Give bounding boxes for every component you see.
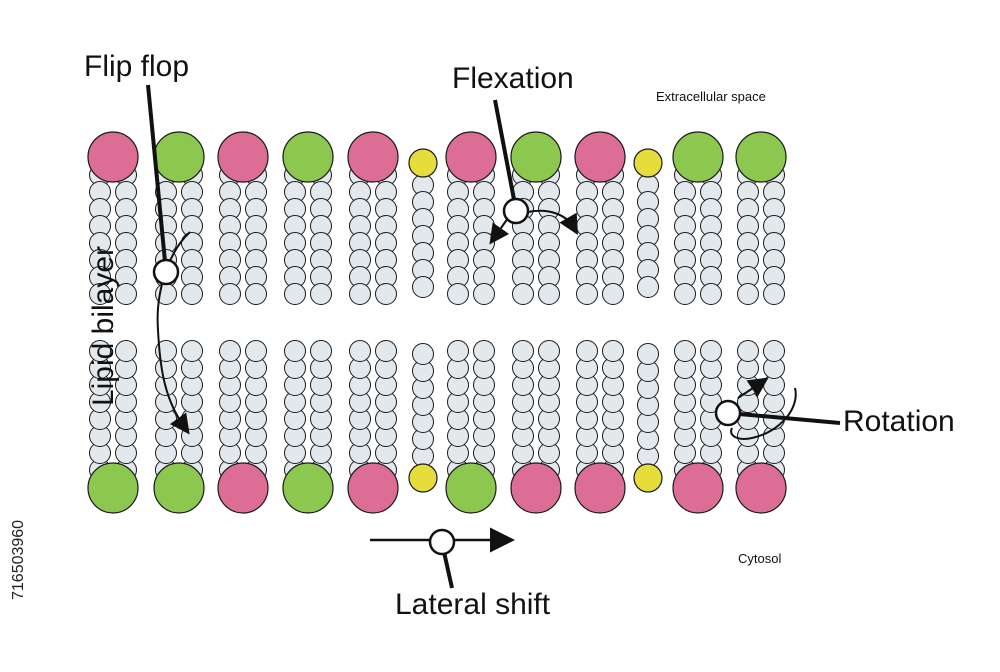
flexation-pointer: [493, 99, 518, 211]
flip-flop-marker: [152, 258, 180, 286]
flip-flop-label: Flip flop: [84, 50, 190, 83]
lipid-top-7-pink: [445, 131, 497, 305]
stock-id: 716503960: [10, 519, 27, 600]
lateral-shift-marker: [428, 528, 456, 556]
lipid-bottom-4-green: [282, 340, 334, 514]
lipid-bottom-5-pink: [347, 340, 399, 514]
lipid-top-4-green: [282, 131, 334, 305]
lipid-bottom-9-pink: [574, 340, 626, 514]
flexation-marker: [502, 197, 530, 225]
flip-flop-pointer: [146, 84, 168, 273]
rotation-pointer: [727, 411, 841, 425]
lipid-bottom-8-pink: [510, 340, 562, 514]
lipid-bottom-10-yellow: [633, 343, 663, 493]
lipid-top-8-green: [510, 131, 562, 305]
flexation-arrow-right: [527, 209, 578, 235]
flip-flop-path: [156, 231, 191, 435]
lipid-top-9-pink: [574, 131, 626, 305]
rotation-swirl: [730, 387, 797, 440]
lipid-top-3-pink: [217, 131, 269, 305]
lipid-top-6-yellow: [408, 148, 438, 298]
flexation-label: Flexation: [452, 62, 574, 95]
cytosol-label: Cytosol: [738, 551, 782, 566]
lipid-top-12-green: [735, 131, 787, 305]
lipid-top-11-green: [672, 131, 724, 305]
lipid-top-10-yellow: [633, 148, 663, 298]
lipid-bottom-6-yellow: [408, 343, 438, 493]
rotation-marker: [714, 399, 742, 427]
flexation-arrow-left: [489, 217, 510, 245]
lipid-bottom-1-green: [87, 340, 139, 514]
lipid-bottom-7-green: [445, 340, 497, 514]
extracellular-label: Extracellular space: [656, 89, 766, 104]
rotation-label: Rotation: [843, 405, 955, 438]
lipid-bilayer-label: Lipid bilayer: [87, 245, 121, 407]
lipid-bottom-11-pink: [672, 340, 724, 514]
lipid-bottom-2-green: [153, 340, 205, 514]
lipid-top-1-pink: [87, 131, 139, 305]
rotation-curve: [737, 377, 769, 399]
lateral-shift-label: Lateral shift: [395, 588, 551, 621]
lipid-top-5-pink: [347, 131, 399, 305]
lipid-bottom-3-pink: [217, 340, 269, 514]
